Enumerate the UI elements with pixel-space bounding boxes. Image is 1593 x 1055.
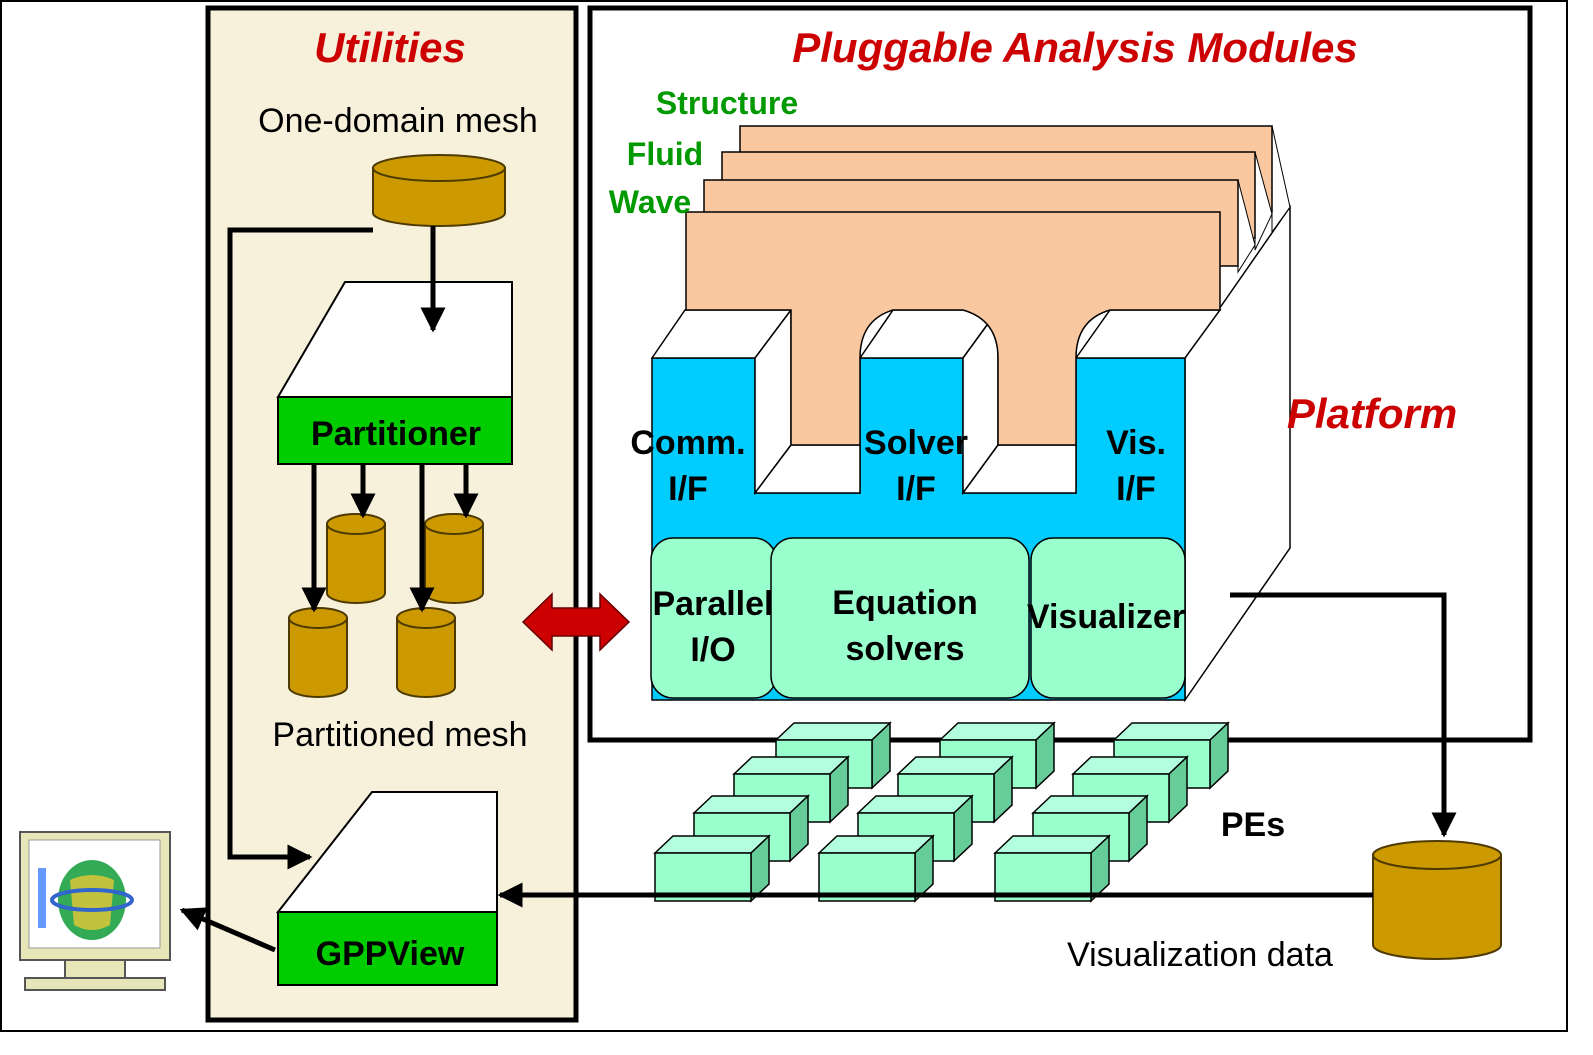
- parallel-io-label-line2: I/O: [690, 631, 735, 669]
- solver-if-label-line2: I/F: [896, 470, 936, 508]
- parallel-io-label-line1: Parallel: [653, 585, 774, 623]
- gppview-box: [277, 911, 498, 986]
- pe-cube-icon: [653, 834, 771, 903]
- comm-if-label-line2: I/F: [668, 470, 708, 508]
- module-label-structure: Structure: [656, 85, 798, 121]
- utilities-title: Utilities: [314, 24, 466, 71]
- visualizer-box: [1030, 537, 1186, 699]
- pe-cube-icon: [817, 834, 935, 903]
- one-domain-mesh-database-icon: [372, 154, 506, 227]
- partition-database-icon: [326, 513, 386, 604]
- gppview-label: GPPView: [316, 935, 465, 973]
- monitor-icon: [19, 831, 171, 991]
- partitioner-box: [277, 396, 513, 465]
- pes-label: PEs: [1221, 806, 1285, 844]
- arrow-gppview-to-monitor: [179, 907, 276, 953]
- double-arrow-icon: [521, 592, 631, 652]
- module-layer-front: [685, 211, 1221, 446]
- interface-notch-walls: [650, 307, 1222, 496]
- visualization-data-label: Visualization data: [1067, 936, 1333, 974]
- platform-label: Platform: [1287, 390, 1457, 437]
- one-domain-mesh-label: One-domain mesh: [258, 102, 538, 140]
- visualizer-label: Visualizer: [1027, 598, 1185, 636]
- partition-database-icon: [424, 513, 484, 604]
- equation-solvers-box: [770, 537, 1030, 699]
- equation-solvers-label-line2: solvers: [845, 630, 964, 668]
- partition-database-icon: [288, 607, 348, 698]
- partitioner-label: Partitioner: [311, 415, 481, 453]
- partition-database-icon: [396, 607, 456, 698]
- module-label-wave: Wave: [609, 184, 691, 220]
- vis-if-label-line1: Vis.: [1106, 424, 1166, 462]
- partitioned-mesh-label: Partitioned mesh: [272, 716, 527, 754]
- modules-title: Pluggable Analysis Modules: [792, 24, 1358, 71]
- module-label-fluid: Fluid: [627, 136, 703, 172]
- arrow-mesh-to-gppview: [227, 227, 373, 870]
- arrow-visualizer-to-data: [1230, 592, 1457, 838]
- equation-solvers-label-line1: Equation: [832, 584, 977, 622]
- visualization-data-database-icon: [1372, 840, 1502, 960]
- solver-if-label-line1: Solver: [864, 424, 968, 462]
- pe-cube-icon: [993, 834, 1111, 903]
- vis-if-label-line2: I/F: [1116, 470, 1156, 508]
- comm-if-label-line1: Comm.: [630, 424, 745, 462]
